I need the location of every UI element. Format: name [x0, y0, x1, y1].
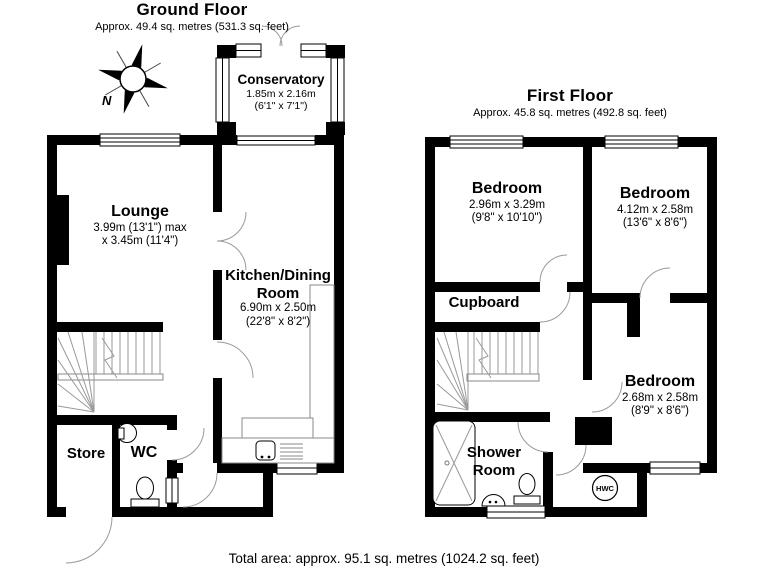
door-arc: [216, 211, 247, 242]
door-arc: [216, 240, 247, 271]
room-label-cupboard: Cupboard: [424, 294, 544, 312]
door-arc: [591, 381, 623, 413]
compass-rose: [98, 44, 168, 114]
room-name: WC: [130, 444, 158, 461]
hwc-circle: [591, 474, 619, 502]
basin-icon: [481, 494, 506, 507]
room-label-kitchen-dining: Kitchen/Dining Room 6.90m x 2.50m (22'8"…: [213, 267, 343, 330]
first-floor-doors: [517, 254, 671, 476]
door-arc: [539, 291, 571, 323]
room-label-wc: WC: [104, 444, 184, 463]
room-label-conservatory: Conservatory 1.85m x 2.16m (6'1" x 7'1"): [211, 72, 351, 113]
first-floor-subtitle: Approx. 45.8 sq. metres (492.8 sq. feet): [473, 107, 667, 119]
drainer-icon: [280, 443, 303, 460]
door-arc: [216, 341, 254, 379]
kitchen-counter: [241, 417, 314, 439]
room-dims-metric: 6.90m x 2.50m: [239, 302, 317, 315]
room-label-bedroom2: Bedroom 4.12m x 2.58m (13'6" x 8'6"): [585, 185, 725, 231]
ground-floor-subtitle: Approx. 49.4 sq. metres (531.3 sq. feet): [95, 21, 289, 33]
door-arc: [639, 267, 671, 299]
total-area-text: Total area: approx. 95.1 sq. metres (102…: [228, 551, 540, 566]
door-arc: [539, 254, 568, 283]
ground-floor-walls: [47, 45, 345, 517]
room-name: Shower Room: [466, 444, 522, 479]
room-dims-metric: 4.12m x 2.58m: [616, 203, 694, 216]
kitchen-fixtures: [221, 284, 335, 464]
room-name: Cupboard: [448, 294, 520, 311]
shower-drain-icon: [444, 460, 450, 466]
sink-icon: [255, 440, 276, 461]
room-name: Bedroom: [471, 180, 543, 197]
room-dims-imperial: (13'6" x 8'6"): [622, 217, 688, 230]
basin-icon: [117, 427, 125, 440]
room-dims-imperial: (22'8" x 8'2"): [245, 315, 311, 328]
room-label-shower-room: Shower Room: [449, 444, 539, 479]
door-arc: [279, 25, 301, 47]
toilet-icon: [130, 498, 160, 508]
compass-north-label: N: [102, 93, 112, 108]
first-floor-stairs: [436, 331, 540, 411]
first-floor-windows: [449, 135, 701, 519]
room-name: Store: [66, 445, 106, 462]
toilet-icon: [136, 476, 154, 500]
room-name: Conservatory: [237, 72, 325, 87]
first-floor-title: First Floor: [526, 86, 614, 105]
room-label-bedroom1: Bedroom 2.96m x 3.29m (9'8" x 10'10"): [437, 180, 577, 226]
room-dims-metric: 2.68m x 2.58m: [621, 391, 699, 404]
room-name: Lounge: [111, 203, 169, 220]
ground-floor-windows: [99, 43, 345, 504]
room-dims-metric: 1.85m x 2.16m: [246, 87, 316, 100]
room-dims-imperial: x 3.45m (11'4"): [101, 235, 179, 248]
window: [604, 135, 679, 149]
kitchen-sink-unit: [221, 437, 335, 464]
hwc-label: HWC: [596, 484, 614, 493]
toilet-icon: [518, 473, 536, 495]
room-name: Bedroom: [619, 185, 691, 202]
door-arc: [171, 427, 205, 461]
window: [99, 133, 181, 147]
room-dims-metric: 2.96m x 3.29m: [468, 198, 546, 211]
shower-room-fixtures: [432, 420, 541, 507]
ground-floor-doors: [65, 25, 301, 564]
ground-floor-stairs: [57, 331, 164, 413]
first-floor-plan: [425, 135, 717, 519]
door-arc: [517, 421, 549, 453]
door-arc: [182, 472, 218, 508]
room-label-store: Store: [46, 445, 126, 463]
kitchen-counter: [309, 284, 335, 464]
room-dims-imperial: (6'1" x 7'1"): [254, 100, 308, 113]
door-arc: [261, 25, 283, 47]
door-arc: [555, 444, 587, 476]
room-name: Kitchen/Dining Room: [225, 267, 331, 302]
door-arc: [65, 516, 113, 564]
ground-floor-plan: [47, 25, 345, 564]
wc-fixtures: [117, 423, 160, 508]
window: [449, 135, 524, 149]
room-name: Bedroom: [624, 373, 696, 390]
room-dims-imperial: (9'8" x 10'10"): [471, 212, 543, 225]
room-dims-imperial: (8'9" x 8'6"): [631, 405, 689, 418]
toilet-icon: [513, 495, 541, 505]
room-dims-metric: 3.99m (13'1") max: [93, 221, 187, 234]
room-label-lounge: Lounge 3.99m (13'1") max x 3.45m (11'4"): [70, 203, 210, 249]
room-label-bedroom3: Bedroom 2.68m x 2.58m (8'9" x 8'6"): [590, 373, 730, 419]
ground-floor-title: Ground Floor: [136, 0, 248, 19]
